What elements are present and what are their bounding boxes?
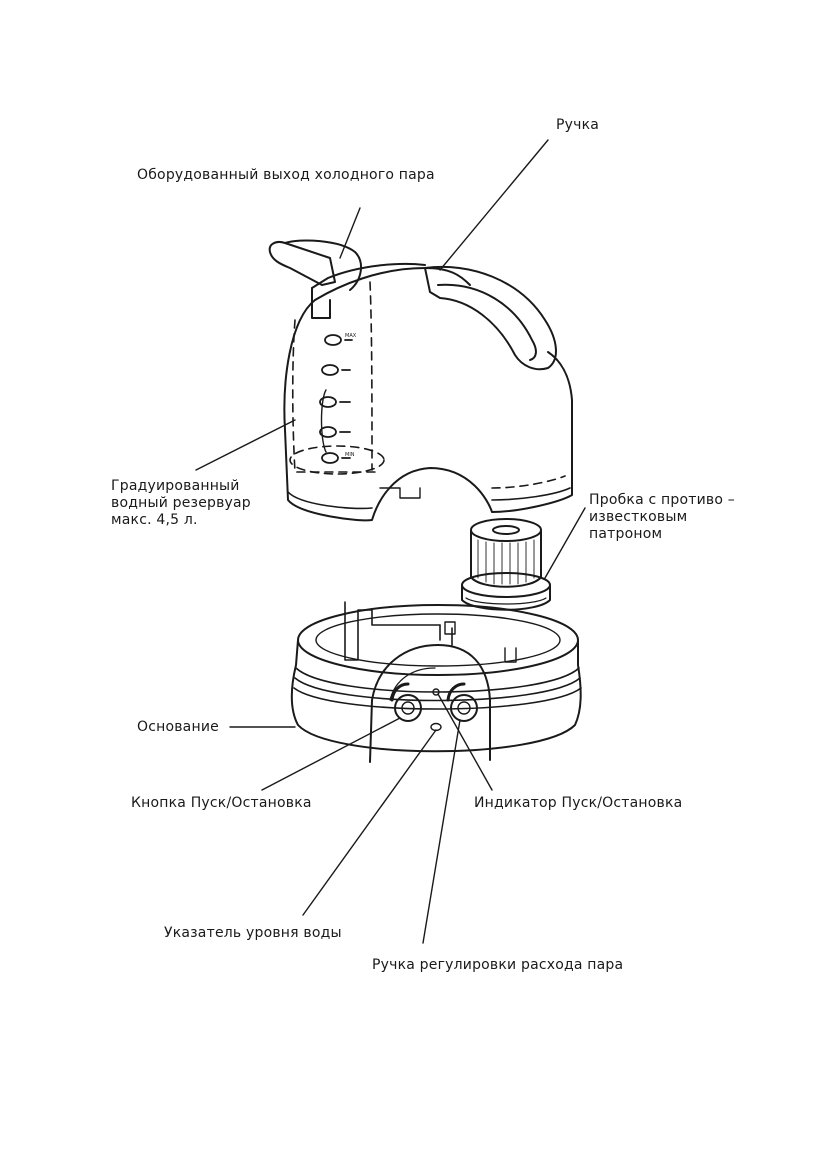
leader-reservoir bbox=[195, 419, 296, 471]
label-reservoir-line-2: водный резервуар bbox=[111, 495, 251, 511]
start-stop-indicator bbox=[432, 688, 440, 696]
label-plug-line-3: патроном bbox=[589, 526, 663, 542]
leader-water-level bbox=[302, 729, 437, 916]
label-reservoir-line-3: макс. 4,5 л. bbox=[111, 512, 198, 528]
label-start-stop-button: Кнопка Пуск/Остановка bbox=[131, 795, 312, 811]
water-reservoir bbox=[283, 262, 573, 522]
leader-lines bbox=[195, 139, 586, 944]
label-plug: Пробка с противо – известковым патроном bbox=[589, 492, 735, 543]
leader-plug bbox=[544, 507, 586, 579]
steam-outlet-spout bbox=[268, 239, 362, 291]
label-steam-outlet: Оборудованный выход холодного пара bbox=[137, 167, 435, 183]
start-stop-button bbox=[390, 682, 422, 722]
max-mark: MAX bbox=[345, 333, 357, 339]
humidifier-base bbox=[290, 601, 582, 763]
min-mark: MIN bbox=[345, 452, 355, 458]
level-marks bbox=[319, 334, 353, 464]
label-water-level: Указатель уровня воды bbox=[164, 925, 342, 941]
anti-scale-plug bbox=[461, 518, 551, 611]
label-reservoir: Градуированный водный резервуар макс. 4,… bbox=[111, 478, 251, 529]
label-steam-knob: Ручка регулировки расхода пара bbox=[372, 957, 624, 973]
label-plug-line-1: Пробка с противо – bbox=[589, 492, 735, 508]
label-plug-line-2: известковым bbox=[589, 509, 688, 525]
leader-steam-outlet bbox=[339, 207, 361, 259]
label-start-stop-indicator: Индикатор Пуск/Остановка bbox=[474, 795, 683, 811]
steam-regulation-knob bbox=[446, 682, 478, 722]
label-base: Основание bbox=[137, 719, 219, 735]
label-handle: Ручка bbox=[556, 117, 600, 133]
leader-start-stop-button bbox=[261, 717, 401, 791]
label-reservoir-line-1: Градуированный bbox=[111, 478, 240, 494]
leader-start-stop-indicator bbox=[437, 693, 493, 791]
leader-handle bbox=[439, 139, 549, 271]
reservoir-handle bbox=[424, 265, 557, 371]
leader-steam-knob bbox=[422, 719, 461, 944]
